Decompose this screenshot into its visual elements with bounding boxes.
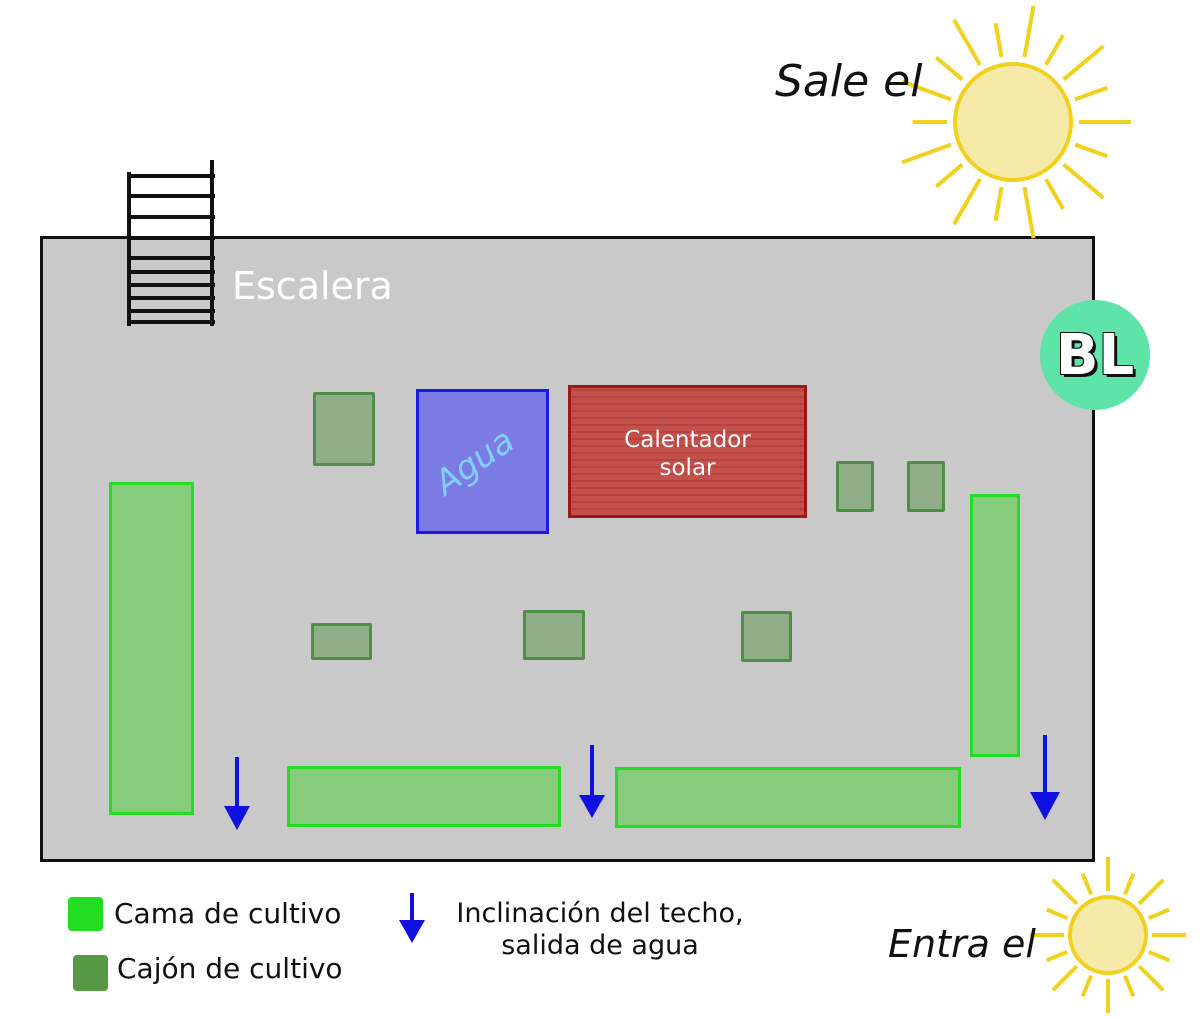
sun-ray <box>1074 85 1108 102</box>
legend-arrow-line1: Inclinación del techo, <box>456 898 744 929</box>
sunset-label: Entra el <box>888 922 1036 966</box>
legend-cajon-label: Cajón de cultivo <box>117 952 343 985</box>
sun-ray <box>1147 907 1171 921</box>
cajon-de-cultivo <box>907 461 945 512</box>
cajon-de-cultivo <box>836 461 874 512</box>
water-tank: Agua <box>416 389 549 534</box>
sun-ray <box>934 162 964 189</box>
sun-ray <box>952 178 982 226</box>
ladder-label: Escalera <box>232 264 393 308</box>
cama-de-cultivo <box>109 482 194 815</box>
sun-ray <box>1062 44 1105 82</box>
cajon-de-cultivo <box>313 392 375 466</box>
roof-area <box>40 236 1095 862</box>
sun-ray <box>1051 964 1079 992</box>
sun-ray <box>934 55 964 82</box>
water-tank-label: Agua <box>427 420 522 504</box>
legend-arrow-line2: salida de agua <box>501 930 699 961</box>
ladder-icon <box>127 160 215 326</box>
sun-ray <box>993 186 1004 222</box>
sun-ray <box>1122 974 1136 998</box>
sun-ray <box>1022 5 1036 58</box>
cama-de-cultivo <box>615 767 961 828</box>
legend-cajon-swatch <box>73 955 108 991</box>
sun-ray <box>1080 872 1094 896</box>
sun-ray <box>1080 974 1094 998</box>
sun-ray <box>1044 34 1065 66</box>
sun-ray <box>1147 949 1171 963</box>
sun-ray <box>1074 142 1108 159</box>
slope-arrow-icon <box>224 757 250 830</box>
logo-badge: BL <box>1040 300 1150 410</box>
legend-arrow-icon <box>399 893 425 943</box>
sun-ray <box>1137 964 1165 992</box>
sun-ray <box>993 22 1004 58</box>
cajon-de-cultivo <box>523 610 585 660</box>
sun-ray <box>1137 878 1165 906</box>
sun-ray <box>1022 186 1036 239</box>
sun-ray <box>952 18 982 66</box>
legend-cama-swatch <box>68 897 103 931</box>
sun-set-icon <box>1030 857 1186 1013</box>
sun-rise-icon <box>901 5 1131 239</box>
logo-text: BL <box>1055 322 1135 388</box>
solar-heater-label-line2: solar <box>659 455 716 481</box>
sun-ray <box>1062 162 1105 200</box>
slope-arrow-icon <box>579 745 605 818</box>
sun-ray <box>1045 949 1069 963</box>
sun-ray <box>1044 178 1065 210</box>
sunrise-label: Sale el <box>775 56 923 107</box>
sun-ray <box>1051 878 1079 906</box>
sun-ray <box>901 79 952 102</box>
solar-heater: Calentador solar <box>568 385 807 518</box>
slope-arrow-icon <box>1030 735 1060 820</box>
sun-ray <box>1122 872 1136 896</box>
sun-ray <box>1045 907 1069 921</box>
cama-de-cultivo <box>287 766 561 827</box>
sun-ray <box>901 142 952 165</box>
cama-de-cultivo <box>970 494 1020 757</box>
cajon-de-cultivo <box>311 623 372 660</box>
legend-cama-label: Cama de cultivo <box>114 897 342 930</box>
legend-arrow-label: Inclinación del techo, salida de agua <box>433 898 767 962</box>
solar-heater-label-line1: Calentador <box>624 427 751 453</box>
cajon-de-cultivo <box>741 611 792 662</box>
